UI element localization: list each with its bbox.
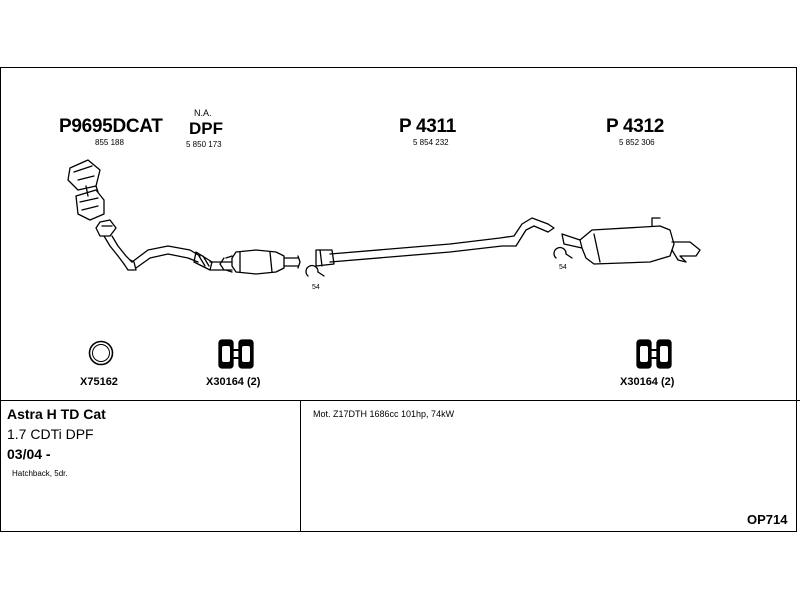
rear-silencer-part xyxy=(561,217,701,265)
dpf-label: DPF xyxy=(189,119,223,138)
accessory-code-hanger-right: X30164 (2) xyxy=(620,376,675,388)
clamp-right-qty: 54 xyxy=(559,264,567,271)
vehicle-model: Astra H TD Cat xyxy=(7,406,106,422)
front-part-number: P9695DCAT xyxy=(59,116,163,137)
info-divider xyxy=(0,400,800,401)
dpf-note: N.A. xyxy=(194,108,212,118)
middle-part-number: P 4311 xyxy=(399,116,457,137)
rubber-hanger-icon xyxy=(218,339,254,369)
vehicle-year: 03/04 - xyxy=(7,446,51,462)
clamp-right-icon xyxy=(553,246,573,259)
front-part-ref: 855 188 xyxy=(95,138,124,147)
catalytic-converter-part xyxy=(67,159,137,271)
diagram-frame xyxy=(0,67,797,532)
accessory-code-hanger-left: X30164 (2) xyxy=(206,376,261,388)
rear-part-ref: 5 852 306 xyxy=(619,138,655,147)
front-pipe xyxy=(131,245,233,271)
diagram-code: OP714 xyxy=(747,512,788,527)
accessory-code-gasket: X75162 xyxy=(80,376,118,388)
dpf-part xyxy=(219,249,301,275)
rear-part-number: P 4312 xyxy=(606,116,665,137)
rubber-hanger-icon xyxy=(636,339,672,369)
clamp-left-icon xyxy=(305,264,325,277)
vehicle-engine: 1.7 CDTi DPF xyxy=(7,426,94,442)
middle-part-ref: 5 854 232 xyxy=(413,138,449,147)
motor-spec: Mot. Z17DTH 1686cc 101hp, 74kW xyxy=(313,409,455,419)
middle-pipe xyxy=(315,217,555,267)
vehicle-body: Hatchback, 5dr. xyxy=(12,469,68,478)
gasket-ring-icon xyxy=(88,340,114,366)
info-column-divider xyxy=(300,400,301,532)
clamp-left-qty: 54 xyxy=(312,284,320,291)
dpf-ref: 5 850 173 xyxy=(186,140,222,149)
